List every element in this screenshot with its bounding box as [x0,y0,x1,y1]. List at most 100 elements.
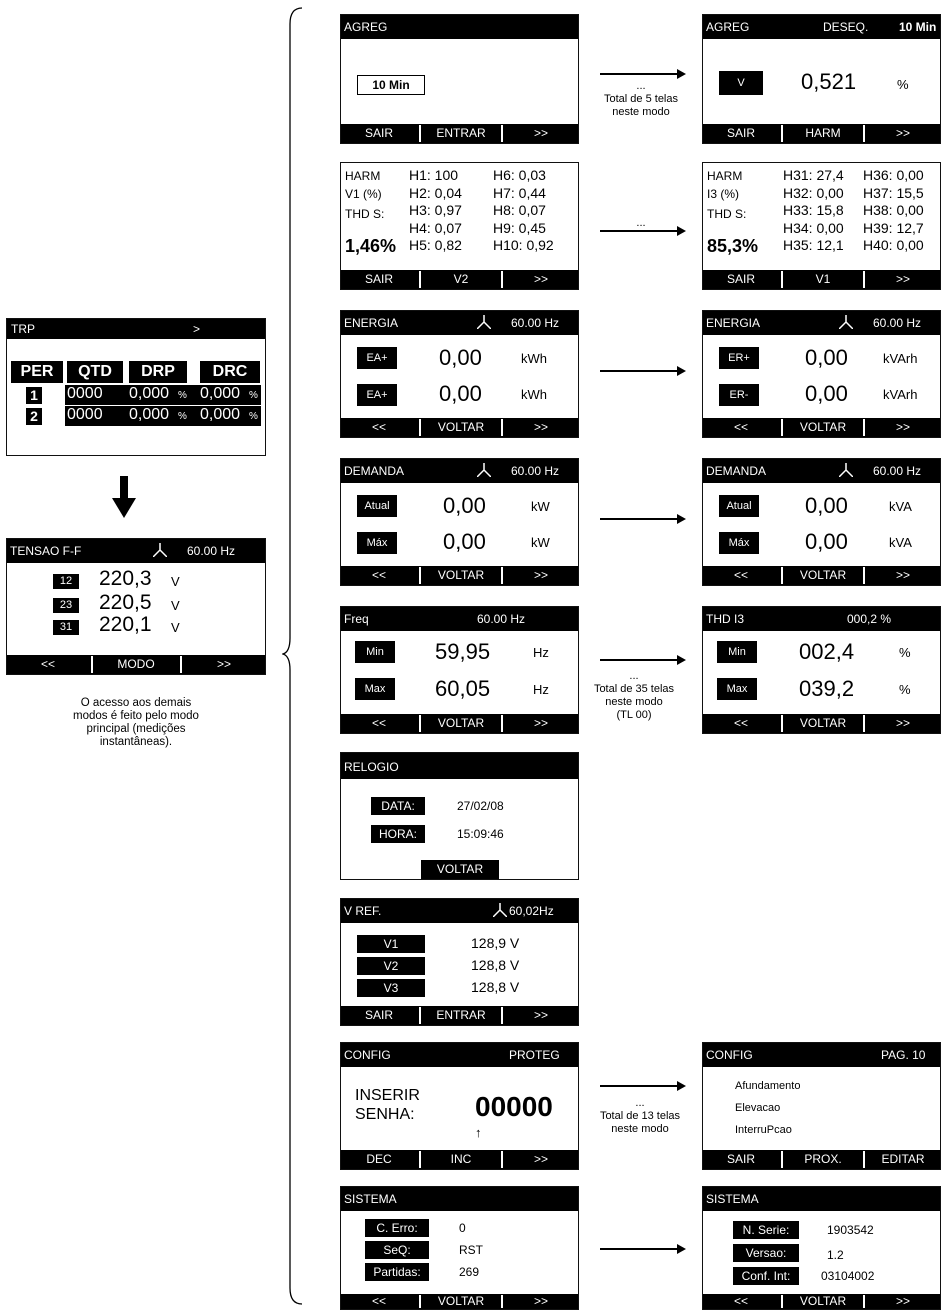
config-item[interactable]: Elevacao [735,1102,781,1114]
demanda-header: DEMANDA 60.00 Hz [703,459,940,483]
exit-key[interactable]: SAIR [726,1152,755,1166]
demanda-value: 0,00 [443,529,486,554]
freq-footer: << VOLTAR >> [341,714,578,733]
harm-value: H31: 27,4 [783,167,844,183]
back-key[interactable]: << [733,420,748,434]
return-key[interactable]: VOLTAR [437,716,485,730]
return-key[interactable]: VOLTAR [437,1294,485,1308]
return-key[interactable]: VOLTAR [799,568,847,582]
demanda-unit: kW [531,499,550,514]
exit-key[interactable]: SAIR [726,272,755,286]
exit-key[interactable]: SAIR [364,1008,393,1022]
enter-key[interactable]: ENTRAR [436,1008,486,1022]
next-key[interactable]: >> [533,1294,548,1308]
config-password-input[interactable]: 00000 [475,1091,553,1122]
next-key[interactable]: >> [216,657,231,671]
harm-value: H2: 0,04 [409,184,462,201]
exit-key[interactable]: SAIR [364,126,393,140]
energia-value: 0,00 [439,345,482,370]
mode-key[interactable]: MODO [117,657,155,671]
harm-value: H10: 0,92 [493,237,554,253]
enter-key[interactable]: ENTRAR [436,126,486,140]
harm-value: H1: 100 [409,167,459,183]
footer-separator [863,419,865,436]
back-key[interactable]: << [371,420,386,434]
next-key[interactable]: >> [895,1294,910,1308]
back-key[interactable]: << [371,568,386,582]
trp-row-per: 1 [26,387,42,404]
demanda-value: 0,00 [805,529,848,554]
thd-value: 002,4 [799,639,855,664]
trp-title: TRP [11,322,35,336]
next-key[interactable]: >> [895,716,910,730]
next-key[interactable]: >> [895,126,910,140]
footer-separator [419,567,421,584]
next-key[interactable]: >> [533,1008,548,1022]
return-key[interactable]: VOLTAR [799,716,847,730]
next-key[interactable]: >> [533,716,548,730]
demanda-freq: 60.00 Hz [511,464,560,478]
next-key[interactable]: >> [533,1152,548,1166]
next-key[interactable]: >> [533,420,548,434]
back-key[interactable]: << [371,1294,386,1308]
next-key[interactable]: >> [895,568,910,582]
harm-value: H6: 0,03 [493,167,546,183]
relogio-return-button[interactable]: VOLTAR [421,860,499,879]
agreg-period-box[interactable]: 10 Min [357,75,425,95]
back-key[interactable]: << [40,657,55,671]
sistema-value: 269 [459,1265,480,1279]
trp-drp-pct: % [178,411,187,422]
next-key[interactable]: >> [895,272,910,286]
next-key[interactable]: >> [533,568,548,582]
footer-separator [781,125,783,142]
return-key[interactable]: VOLTAR [799,1294,847,1308]
harm-col2: H36: 0,00 H37: 15,5 H38: 0,00 H39: 12,7 … [863,167,924,255]
harm-col1: H31: 27,4 H32: 0,00 H33: 15,8 H34: 0,00 … [783,167,844,255]
next-key[interactable]: >> [533,126,548,140]
exit-key[interactable]: SAIR [364,272,393,286]
sistema-value: 0 [459,1221,466,1235]
tensao-header: TENSAO F-F 60.00 Hz [7,539,265,563]
decrement-key[interactable]: DEC [366,1152,392,1166]
agreg-deseq-header: AGREG DESEQ. 10 Min [703,15,940,39]
energia-unit: kVArh [883,387,918,402]
agreg-note: ... Total de 5 telas neste modo [584,80,698,119]
config-item[interactable]: InterruPcao [735,1124,792,1136]
next-key[interactable]: >> [533,272,548,286]
down-arrow-icon [112,476,136,518]
access-note-line: modos é feito pelo modo [73,710,199,722]
harm-value: H33: 15,8 [783,202,844,218]
right-arrow [600,367,686,375]
v1-key[interactable]: V1 [815,272,831,286]
energia-value: 0,00 [805,381,848,406]
footer-separator [863,1151,865,1168]
back-key[interactable]: << [733,568,748,582]
return-key[interactable]: VOLTAR [799,420,847,434]
energia-header: ENERGIA 60.00 Hz [341,311,578,335]
config-item[interactable]: Afundamento [735,1080,801,1092]
exit-key[interactable]: SAIR [726,126,755,140]
v2-key[interactable]: V2 [453,272,469,286]
harm-key[interactable]: HARM [805,126,841,140]
demanda-freq: 60.00 Hz [873,464,922,478]
return-key[interactable]: VOLTAR [437,568,485,582]
increment-key[interactable]: INC [450,1152,472,1166]
vref-value: 128,8 V [471,957,520,973]
harm-value: H34: 0,00 [783,219,844,236]
curly-brace [282,7,303,1305]
trp-header: TRP > [7,319,265,339]
note-line: neste modo [611,1123,669,1135]
return-key[interactable]: VOLTAR [437,420,485,434]
vref-value: 128,9 V [471,935,520,951]
footer-separator [419,125,421,142]
back-key[interactable]: << [371,716,386,730]
energia-unit: kWh [521,351,547,366]
back-key[interactable]: << [733,1294,748,1308]
back-key[interactable]: << [733,716,748,730]
next-key[interactable]: >> [895,420,910,434]
sistema-info-screen: SISTEMA N. Serie: 1903542 Versao: 1.2 Co… [702,1186,941,1310]
trp-header-drp: DRP [129,361,187,383]
tensao-value: 220,1 [99,613,152,636]
next-page-key[interactable]: PROX. [804,1152,842,1166]
edit-key[interactable]: EDITAR [881,1152,925,1166]
